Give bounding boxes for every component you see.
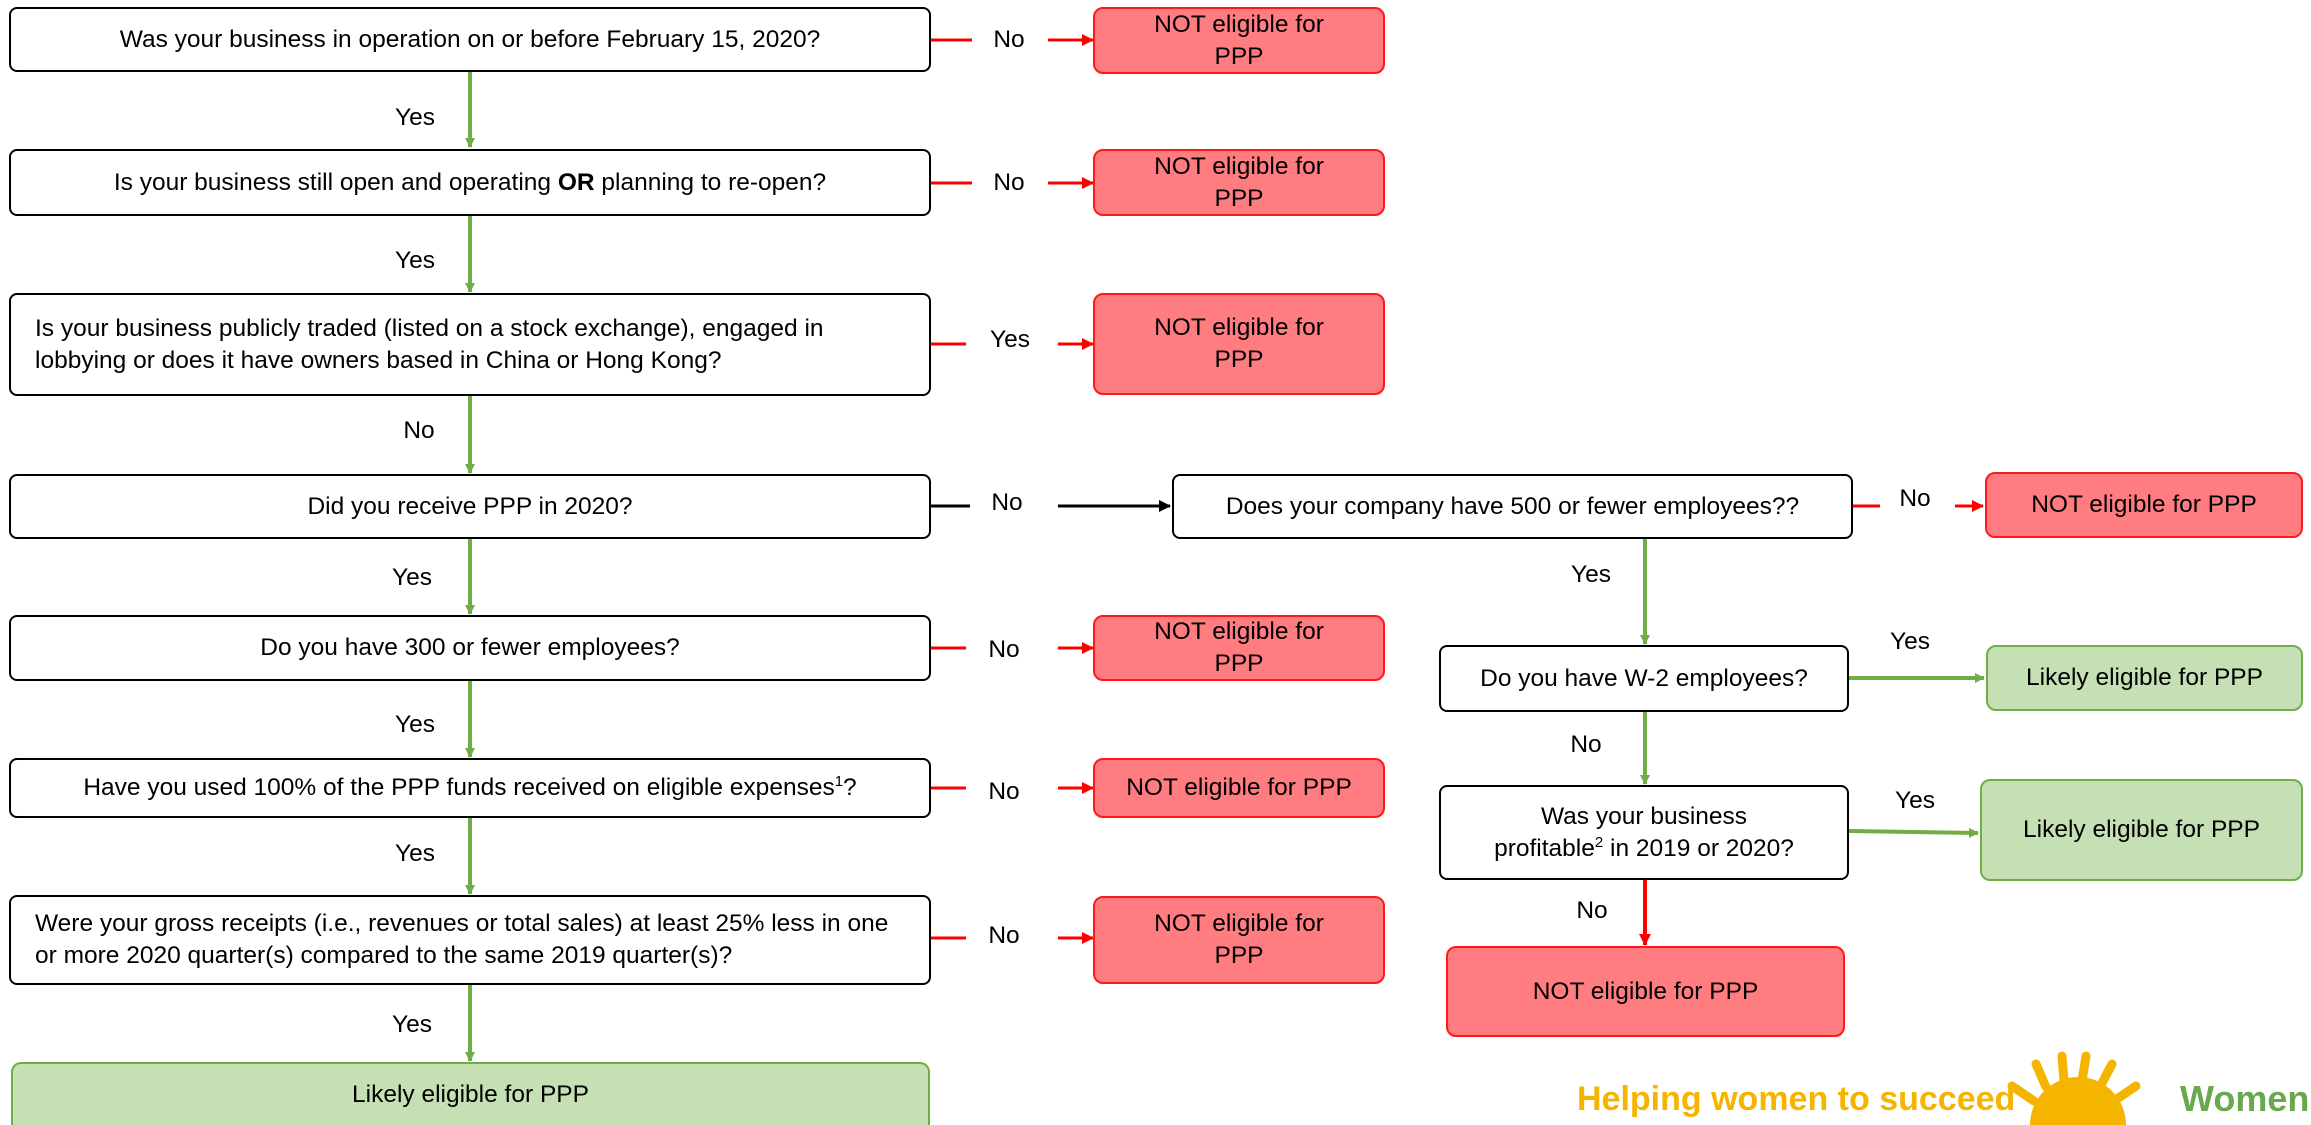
outcome-likely-eligible-final: Likely eligible for PPP bbox=[11, 1062, 930, 1125]
question-publicly-traded: Is your business publicly traded (listed… bbox=[9, 293, 931, 396]
edge-label-r1-no: No bbox=[1899, 485, 1931, 512]
outcome-text: Likely eligible for PPP bbox=[2026, 664, 2263, 692]
outcome-text: NOT eligible for PPP bbox=[1154, 910, 1324, 969]
edge-label-r3-yes: Yes bbox=[1895, 787, 1935, 814]
outcome-not-eligible-q6: NOT eligible for PPP bbox=[1093, 758, 1385, 818]
question-text: Was your business profitable2 in 2019 or… bbox=[1494, 802, 1794, 862]
edge-label-q2-yes: Yes bbox=[395, 247, 435, 274]
outcome-text: NOT eligible for PPP bbox=[1126, 774, 1352, 802]
footer-tagline: Helping women to succeed bbox=[1577, 1080, 2016, 1118]
question-business-profitable: Was your business profitable2 in 2019 or… bbox=[1439, 785, 1849, 880]
question-gross-receipts: Were your gross receipts (i.e., revenues… bbox=[9, 895, 931, 985]
edge-label-q1-no: No bbox=[993, 26, 1025, 53]
outcome-not-eligible-q5: NOT eligible for PPP bbox=[1093, 615, 1385, 681]
question-text: Does your company have 500 or fewer empl… bbox=[1225, 492, 1800, 520]
edge-label-q6-no: No bbox=[988, 778, 1020, 805]
edge-label-q4-no: No bbox=[991, 489, 1023, 516]
edge-label-q5-no: No bbox=[988, 636, 1020, 663]
edge-label-r2-no: No bbox=[1570, 731, 1602, 758]
edge-label-r1-yes: Yes bbox=[1571, 561, 1611, 588]
outcome-not-eligible-q2: NOT eligible for PPP bbox=[1093, 149, 1385, 216]
edge-label-q6-yes: Yes bbox=[395, 840, 435, 867]
edge-label-q2-no: No bbox=[993, 169, 1025, 196]
outcome-not-eligible-q1: NOT eligible for PPP bbox=[1093, 7, 1385, 74]
edge-label-q4-yes: Yes bbox=[392, 564, 432, 591]
edge-label-q1-yes: Yes bbox=[395, 104, 435, 131]
outcome-text: NOT eligible for PPP bbox=[1154, 10, 1324, 70]
edge-label-r3-no: No bbox=[1576, 897, 1608, 924]
edge-label-q5-yes: Yes bbox=[395, 711, 435, 738]
outcome-not-eligible-r3: NOT eligible for PPP bbox=[1446, 946, 1845, 1037]
edge-label-q7-no: No bbox=[988, 922, 1020, 949]
question-300-or-fewer-employees: Do you have 300 or fewer employees? bbox=[9, 615, 931, 681]
outcome-not-eligible-q3: NOT eligible for PPP bbox=[1093, 293, 1385, 395]
question-received-ppp-2020: Did you receive PPP in 2020? bbox=[9, 474, 931, 539]
footer-brand: Women bbox=[2180, 1078, 2310, 1119]
question-operating-before-feb-2020: Was your business in operation on or bef… bbox=[9, 7, 931, 72]
question-text: Was your business in operation on or bef… bbox=[119, 25, 821, 53]
outcome-text: NOT eligible for PPP bbox=[1154, 618, 1324, 677]
question-500-or-fewer-employees: Does your company have 500 or fewer empl… bbox=[1172, 474, 1853, 539]
question-text: Do you have 300 or fewer employees? bbox=[260, 634, 680, 662]
question-text: Do you have W-2 employees? bbox=[1480, 664, 1808, 692]
outcome-text: NOT eligible for PPP bbox=[1154, 314, 1324, 373]
outcome-not-eligible-q7: NOT eligible for PPP bbox=[1093, 896, 1385, 984]
question-still-open: Is your business still open and operatin… bbox=[9, 149, 931, 216]
outcome-text: Likely eligible for PPP bbox=[352, 1080, 589, 1108]
question-text: Have you used 100% of the PPP funds rece… bbox=[83, 772, 857, 802]
question-text: Were your gross receipts (i.e., revenues… bbox=[35, 910, 889, 969]
question-text: Is your business still open and operatin… bbox=[113, 168, 827, 196]
outcome-likely-eligible-w2: Likely eligible for PPP bbox=[1986, 645, 2303, 711]
outcome-text: NOT eligible for PPP bbox=[1532, 977, 1759, 1005]
edge-label-q3-no: No bbox=[403, 417, 435, 444]
sunburst-logo-icon bbox=[2007, 1051, 2141, 1125]
question-text: Did you receive PPP in 2020? bbox=[307, 492, 633, 520]
question-used-ppp-funds: Have you used 100% of the PPP funds rece… bbox=[9, 758, 931, 818]
outcome-text: Likely eligible for PPP bbox=[2023, 816, 2260, 844]
edge-label-r2-yes: Yes bbox=[1890, 628, 1930, 655]
outcome-text: NOT eligible for PPP bbox=[1154, 152, 1324, 212]
question-text: Is your business publicly traded (listed… bbox=[35, 314, 824, 374]
edge-label-q3-yes: Yes bbox=[990, 326, 1030, 353]
outcome-not-eligible-r1: NOT eligible for PPP bbox=[1985, 472, 2303, 538]
question-w2-employees: Do you have W-2 employees? bbox=[1439, 645, 1849, 712]
outcome-text: NOT eligible for PPP bbox=[2031, 491, 2257, 519]
outcome-likely-eligible-profitable: Likely eligible for PPP bbox=[1980, 779, 2303, 881]
edge-label-q7-yes: Yes bbox=[392, 1011, 432, 1038]
arrow-r3-yes bbox=[1848, 827, 1979, 838]
